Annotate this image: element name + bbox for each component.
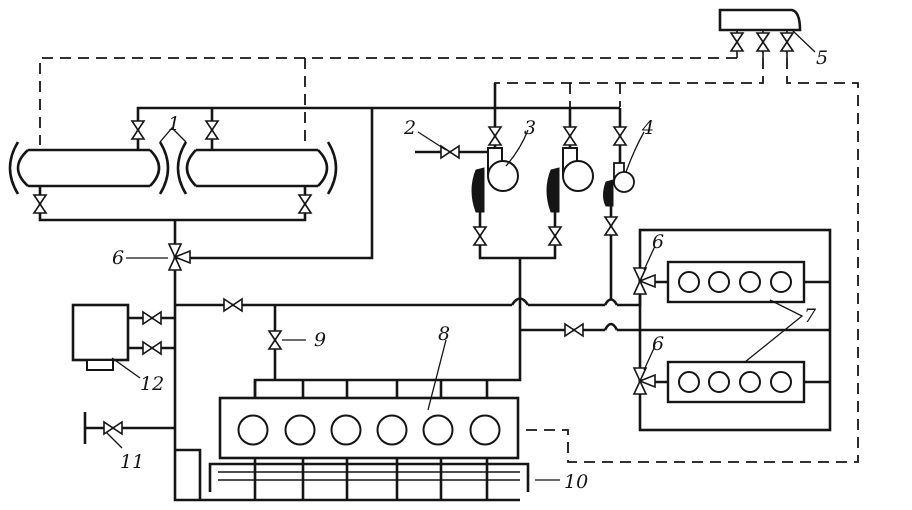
valve-icon[interactable] (613, 126, 627, 146)
valve-icon[interactable] (488, 126, 502, 146)
valve-icon[interactable] (142, 311, 162, 325)
valve-icon[interactable] (131, 120, 145, 140)
label-main-engine: 8 (438, 323, 450, 345)
valve-icon[interactable] (268, 330, 282, 350)
label-three-way-valve: 6 (112, 247, 124, 269)
label-main-valve: 9 (314, 329, 326, 351)
cylinder-icon (330, 414, 362, 446)
valve-icon[interactable] (548, 226, 562, 246)
cylinder-icon (376, 414, 408, 446)
valve-icon[interactable] (604, 216, 618, 236)
cylinder-icon (422, 414, 454, 446)
three-way-valve-icon[interactable] (632, 367, 656, 395)
steam-inlet (415, 145, 490, 159)
auxiliary-engines (638, 228, 832, 432)
turbopump-large-1 (471, 147, 520, 260)
label-shore-connection: 11 (120, 451, 144, 473)
turbopump-small (603, 162, 635, 300)
valve-icon[interactable] (473, 226, 487, 246)
three-way-valve-icon[interactable] (167, 243, 191, 271)
valve-icon[interactable] (223, 298, 243, 312)
label-turbopump-large: 3 (524, 117, 536, 139)
control-lines (39, 57, 859, 463)
valve-icon[interactable] (564, 323, 584, 337)
label-control-console: 5 (816, 47, 828, 69)
label-three-way-valve-lower: 6 (652, 333, 664, 355)
cylinder-icon (284, 414, 316, 446)
valve-icon[interactable] (563, 126, 577, 146)
leader-lines (105, 29, 816, 481)
cylinder-icon (237, 414, 269, 446)
turbopump-large-2 (520, 147, 594, 260)
heater (71, 303, 175, 371)
label-auxiliary-engines: 7 (804, 305, 817, 327)
cylinder-icon (469, 414, 501, 446)
valve-icon[interactable] (33, 194, 47, 214)
reference-labels: 1 2 3 4 5 6 6 6 7 8 9 10 11 12 (112, 47, 828, 493)
valve-icon[interactable] (142, 341, 162, 355)
label-turbopump-small: 4 (641, 117, 654, 139)
valve-icon[interactable] (205, 120, 219, 140)
boilers (8, 106, 372, 222)
label-boilers: 1 (168, 113, 180, 135)
valve-icon[interactable] (756, 32, 770, 52)
valve-icon[interactable] (730, 32, 744, 52)
valve-icon[interactable] (780, 32, 794, 52)
label-drain-manifold: 10 (564, 471, 588, 493)
drain-manifold (175, 448, 530, 500)
main-engine (218, 380, 520, 460)
control-console (718, 8, 802, 58)
valve-icon[interactable] (298, 194, 312, 214)
label-heater: 12 (140, 373, 164, 395)
label-three-way-valve-upper: 6 (652, 231, 664, 253)
label-steam-inlet: 2 (403, 117, 416, 139)
three-way-valve-icon[interactable] (632, 267, 656, 295)
